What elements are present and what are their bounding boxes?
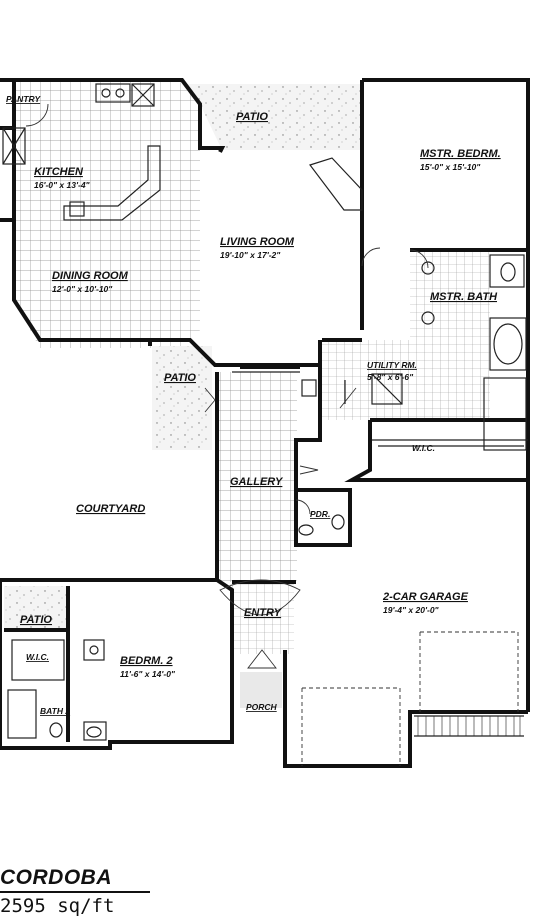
utility-room-label: UTILITY RM. xyxy=(367,360,417,370)
pantry-label: PANTRY xyxy=(6,94,41,104)
master-wic-label: W.I.C. xyxy=(412,443,435,453)
plan-area: 2595 sq/ft xyxy=(0,895,115,917)
garage-size: 19'-4" x 20'-0" xyxy=(383,605,440,615)
powder-room-label: PDR. xyxy=(310,509,330,519)
bath2-toilet xyxy=(49,722,63,738)
living-room-size: 19'-10" x 17'-2" xyxy=(220,250,281,260)
utility-room-size: 5'-8" x 6'-6" xyxy=(367,372,414,382)
patio-areas xyxy=(4,84,362,628)
kitchen-island xyxy=(63,145,161,221)
patio-low-label: PATIO xyxy=(20,614,52,626)
range xyxy=(131,83,155,107)
walls xyxy=(0,78,530,768)
plan-name-underline xyxy=(0,891,150,893)
garage-label: 2-CAR GARAGE xyxy=(382,591,469,603)
kitchen-size: 16'-0" x 13'-4" xyxy=(34,180,91,190)
dining-room-size: 12'-0" x 10'-10" xyxy=(52,284,113,294)
plan-name: CORDOBA xyxy=(0,866,112,889)
dining-room-label: DINING ROOM xyxy=(52,270,129,282)
patio-mid-label: PATIO xyxy=(164,372,196,384)
kitchen-sink xyxy=(95,83,131,103)
master-bedroom-size: 15'-0" x 15'-10" xyxy=(420,162,481,172)
fixtures xyxy=(2,83,528,766)
porch-label: PORCH xyxy=(246,702,278,712)
fireplace xyxy=(309,157,363,211)
bath2-tub xyxy=(7,689,37,739)
patio-top-label: PATIO xyxy=(236,111,268,123)
bath-2-label: BATH 2 xyxy=(40,706,70,716)
wic-2-label: W.I.C. xyxy=(26,652,49,662)
gallery-label: GALLERY xyxy=(230,476,284,488)
master-shower xyxy=(483,377,527,451)
master-toilet-room xyxy=(489,254,525,288)
bedroom-2-label: BEDRM. 2 xyxy=(120,655,173,667)
kitchen-label: KITCHEN xyxy=(34,166,84,178)
master-bath-label: MSTR. BATH xyxy=(430,291,498,303)
master-bedroom-label: MSTR. BEDRM. xyxy=(420,148,501,160)
tile-floors xyxy=(14,80,490,654)
bedroom-2-size: 11'-6" x 14'-0" xyxy=(120,669,176,679)
entry-label: ENTRY xyxy=(244,607,283,619)
porch-floor xyxy=(240,672,282,708)
room-labels: PANTRY KITCHEN 16'-0" x 13'-4" DINING RO… xyxy=(6,94,501,716)
living-room-label: LIVING ROOM xyxy=(220,236,295,248)
powder-toilet xyxy=(331,514,345,530)
master-tub xyxy=(489,317,527,371)
courtyard-label: COURTYARD xyxy=(76,503,145,515)
